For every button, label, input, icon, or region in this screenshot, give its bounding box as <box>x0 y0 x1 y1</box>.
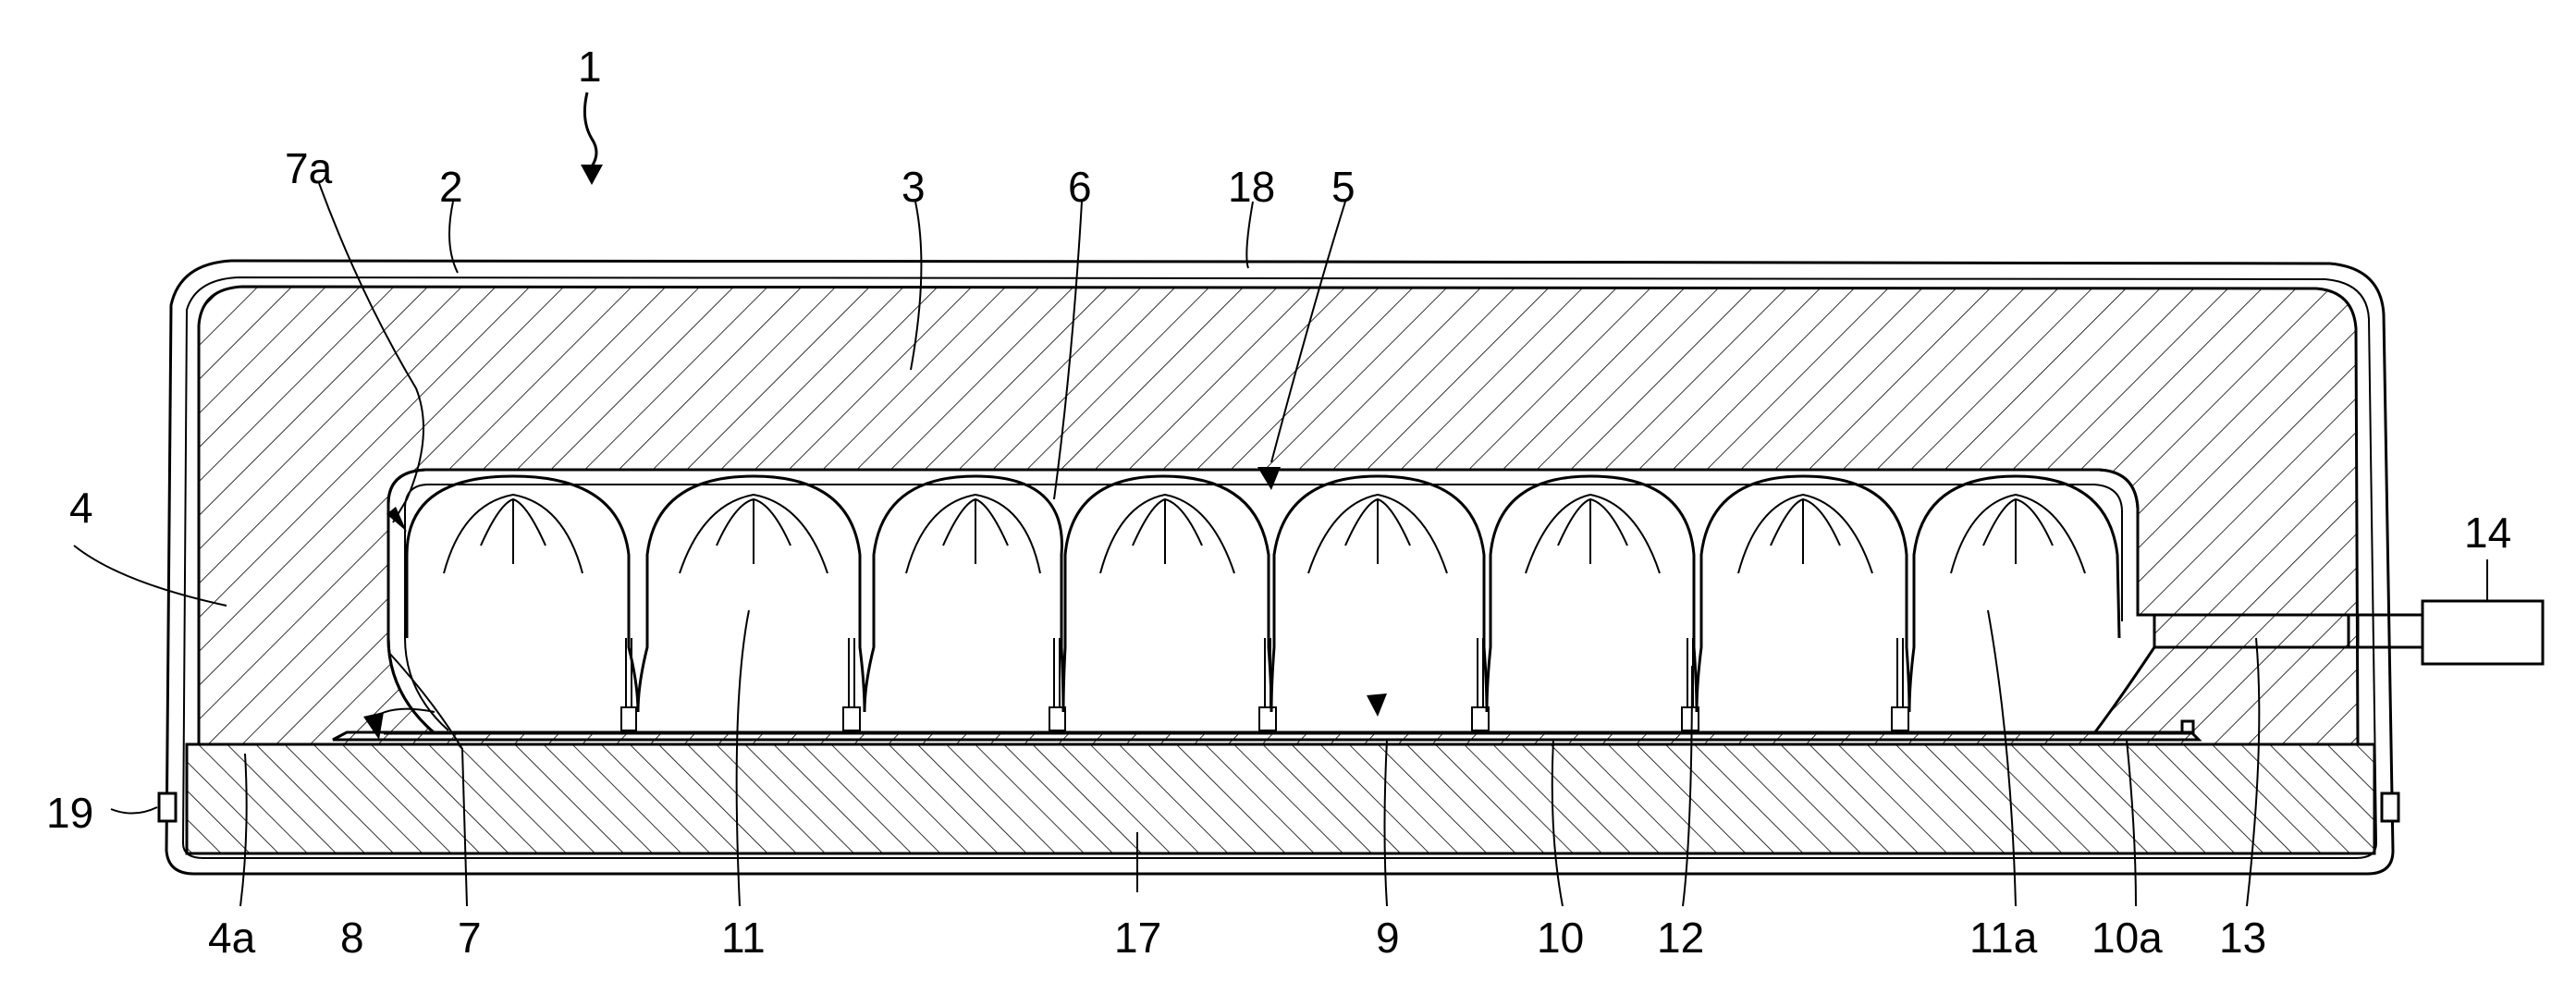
label-18: 18 <box>1228 163 1275 211</box>
label-7: 7 <box>458 914 482 962</box>
label-14: 14 <box>2464 509 2511 557</box>
label-8: 8 <box>340 914 364 962</box>
label-17: 17 <box>1114 914 1161 962</box>
label-11a: 11a <box>1969 914 2038 962</box>
air-cells <box>407 476 2119 730</box>
arrowhead-1 <box>581 165 603 185</box>
label-1: 1 <box>578 43 602 91</box>
label-11: 11 <box>721 914 766 962</box>
connector-box <box>2423 601 2543 664</box>
label-9: 9 <box>1376 914 1400 962</box>
air-chamber-inner <box>405 485 2122 730</box>
label-10: 10 <box>1537 914 1584 962</box>
arrow-1 <box>584 92 596 166</box>
arrowhead-9 <box>1367 693 1387 717</box>
label-19: 19 <box>46 789 93 837</box>
label-4: 4 <box>69 484 93 532</box>
label-12: 12 <box>1657 914 1704 962</box>
label-2: 2 <box>439 163 463 211</box>
side-clip-left <box>159 793 176 821</box>
label-6: 6 <box>1068 163 1092 211</box>
bottom-plate <box>187 744 2374 853</box>
label-5: 5 <box>1331 163 1355 211</box>
label-10a: 10a <box>2091 914 2163 962</box>
arrowhead-5 <box>1257 467 1281 490</box>
air-chamber-outline <box>388 470 2138 733</box>
label-4a: 4a <box>208 914 256 962</box>
label-3: 3 <box>902 163 926 211</box>
label-13: 13 <box>2219 914 2266 962</box>
label-7a: 7a <box>285 144 333 192</box>
side-clip-right <box>2382 793 2398 821</box>
foam-body <box>199 287 2358 744</box>
